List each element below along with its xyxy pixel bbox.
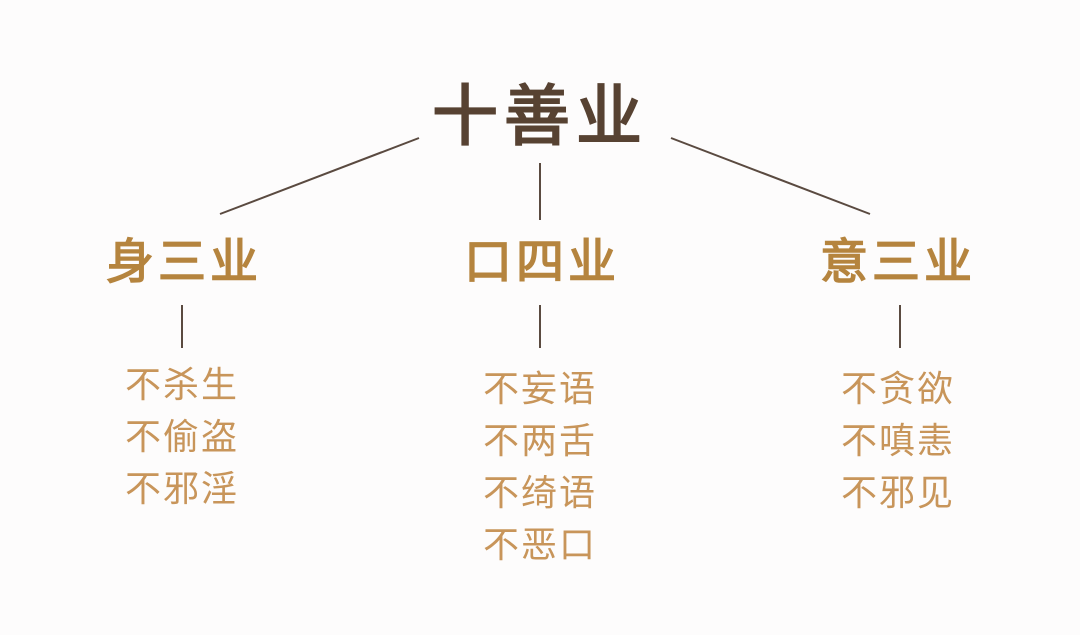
root-title: 十善业 xyxy=(432,77,648,155)
branch-speech-label: 口四业 xyxy=(463,234,620,290)
list-item: 不偷盗 xyxy=(124,417,239,458)
list-item: 不两舌 xyxy=(482,421,597,462)
branch-body-items: 不杀生 不偷盗 不邪淫 xyxy=(92,360,272,516)
list-item: 不邪见 xyxy=(840,473,955,514)
list-item: 不贪欲 xyxy=(840,369,955,410)
list-item: 不恶口 xyxy=(482,525,597,566)
branch-mind-items: 不贪欲 不嗔恚 不邪见 xyxy=(808,364,988,520)
list-item: 不嗔恚 xyxy=(840,421,955,462)
connector-root-to-mind xyxy=(670,137,871,215)
branch-speech-items: 不妄语 不两舌 不绮语 不恶口 xyxy=(450,364,630,572)
branch-body-label: 身三业 xyxy=(105,234,262,290)
list-item: 不妄语 xyxy=(482,369,597,410)
list-item: 不邪淫 xyxy=(124,469,239,510)
list-item: 不杀生 xyxy=(124,365,239,406)
connector-root-to-body xyxy=(219,137,420,215)
branch-mind-label: 意三业 xyxy=(819,234,976,290)
list-item: 不绮语 xyxy=(482,473,597,514)
